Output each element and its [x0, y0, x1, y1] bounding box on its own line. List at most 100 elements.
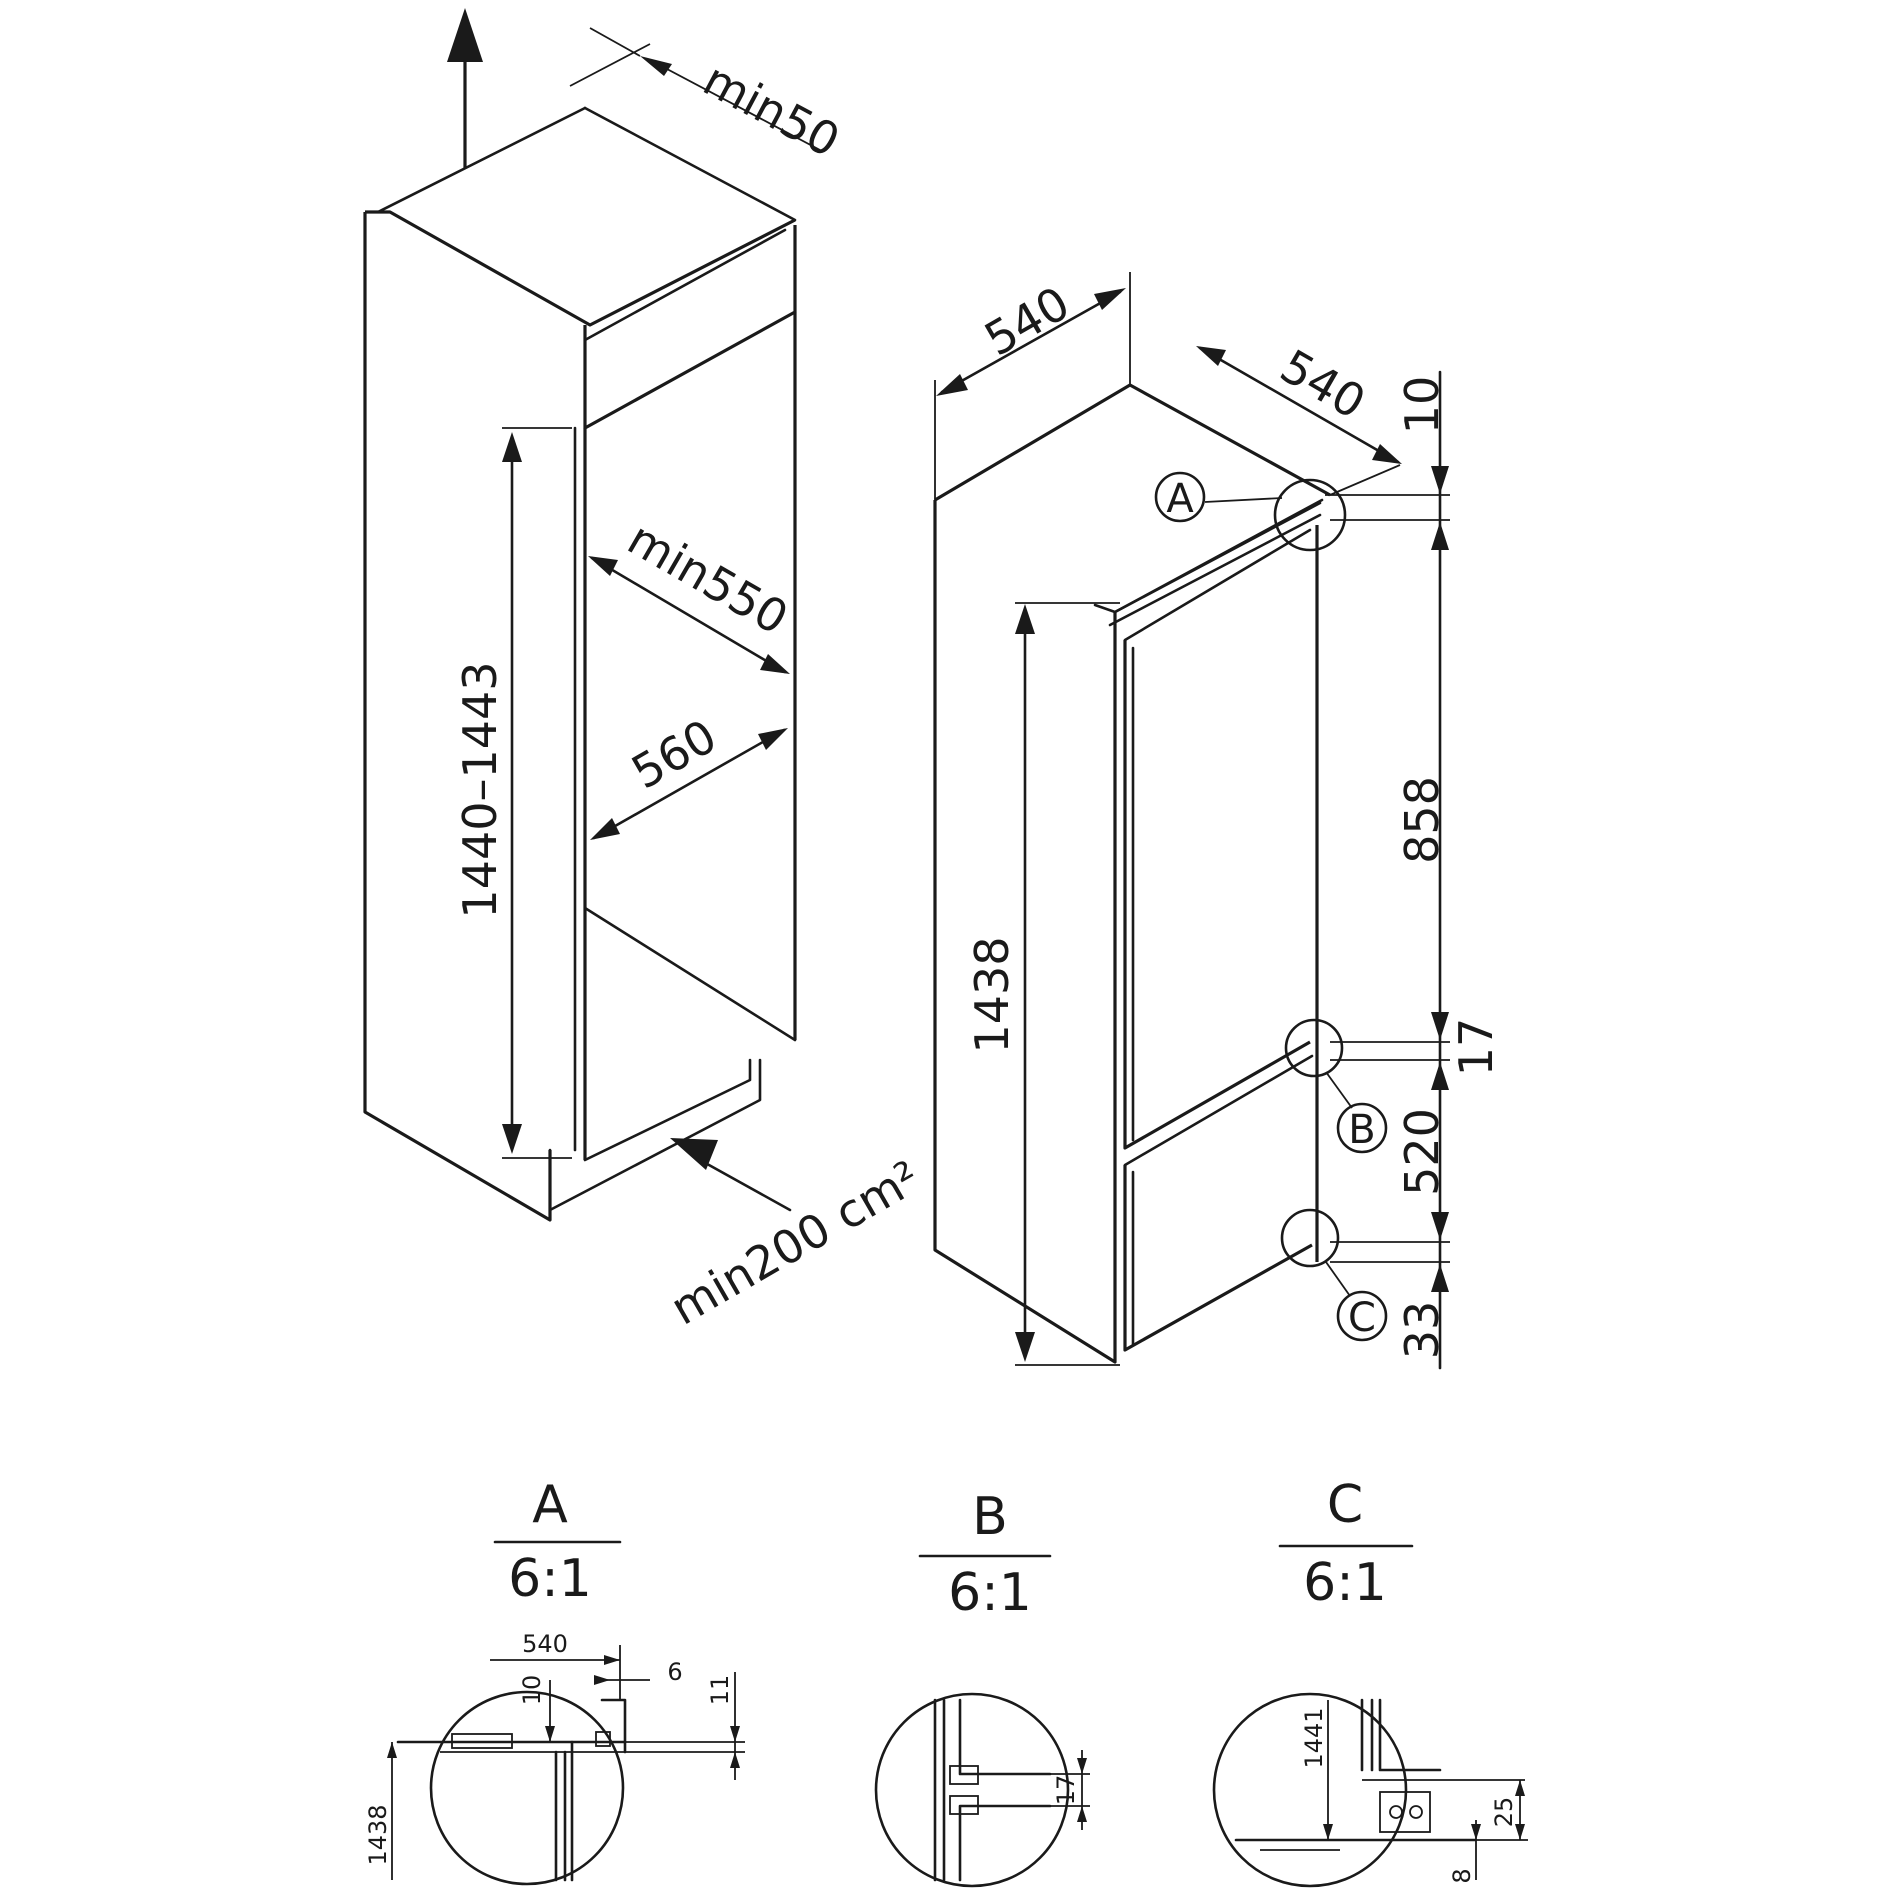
detail-c-screw-2: [1409, 1805, 1423, 1819]
detail-a-scale: 6:1: [508, 1549, 592, 1609]
door-gap-label: 17: [1449, 1018, 1503, 1077]
detail-a-rail-arrow-2: [730, 1752, 740, 1768]
detail-a-width-arrow: [604, 1655, 620, 1665]
niche-top-board: [583, 225, 797, 430]
detail-a-top-label: 10: [518, 1675, 546, 1706]
callout-letter-c: C: [1348, 1295, 1376, 1341]
appliance-depth-line: [1198, 346, 1400, 464]
detail-c-hinge-arrow-2: [1515, 1824, 1525, 1840]
detail-c: C 6:1 1441 25 8: [1212, 1475, 1528, 1888]
detail-c-bottom-arrow: [1471, 1824, 1481, 1840]
niche-floor-back: [583, 906, 797, 1042]
detail-a-width-label: 540: [522, 1630, 568, 1658]
upper-door-arrow-top: [1431, 522, 1449, 550]
niche-height-arrow-top: [502, 432, 522, 462]
niche-top-back: [376, 106, 587, 214]
min-top-clearance-label: min50: [695, 52, 849, 168]
detail-b-title: B: [972, 1487, 1008, 1547]
detail-b-gap-label: 17: [1052, 1775, 1080, 1806]
niche-depth-line: [590, 556, 787, 674]
niche-width-arrow-left: [590, 818, 620, 840]
top-rail-lower: [1108, 513, 1322, 627]
detail-a-height-arrow: [387, 1742, 397, 1758]
niche-top-edge: [365, 210, 796, 327]
vent-arrow: [670, 1138, 718, 1170]
detail-c-hinge-label: 25: [1490, 1797, 1518, 1828]
callout-circle-b: [1284, 1018, 1344, 1078]
upper-door-height-label: 858: [1395, 776, 1449, 864]
upper-door-top: [1123, 528, 1312, 642]
callout-leader-b: [1325, 1071, 1353, 1109]
niche-height-arrow-bottom: [502, 1124, 522, 1154]
height-arrow-bottom: [1015, 1332, 1035, 1362]
callout-letter-b: B: [1348, 1107, 1375, 1153]
min50-ext-1: [589, 27, 641, 57]
niche-height-label: 1440–1443: [453, 661, 507, 918]
min50-ext-2: [569, 43, 651, 87]
detail-b: B 6:1 17: [874, 1487, 1090, 1888]
detail-a-gap-arrow: [594, 1675, 610, 1685]
detail-a-rail-label: 11: [706, 1675, 734, 1706]
lower-door-arrow-top: [1431, 1062, 1449, 1090]
detail-c-scale: 6:1: [1303, 1553, 1387, 1613]
detail-c-bottom-label: 8: [1448, 1868, 1476, 1883]
detail-c-hinge-plate: [1379, 1791, 1431, 1833]
niche-top-board-inner: [583, 228, 787, 342]
niche-plinth: [548, 1058, 762, 1212]
detail-b-lower-door: [958, 1804, 1052, 1882]
callout-leader-a: [1204, 497, 1283, 503]
callout-letter-a: A: [1166, 476, 1194, 522]
width-arrow-left: [936, 374, 968, 396]
niche-plinth-inner: [583, 1058, 752, 1162]
niche-width-line: [592, 728, 786, 840]
top-gap-arrow-down: [1431, 466, 1449, 494]
callout-badge-c: [1336, 1290, 1388, 1342]
detail-b-arrow-2: [1077, 1806, 1087, 1822]
detail-c-door: [1378, 1698, 1442, 1772]
detail-b-hinge-bottom: [949, 1795, 979, 1815]
detail-c-circle: [1212, 1692, 1408, 1888]
detail-a-frame: [600, 1698, 627, 1754]
detail-c-height-label: 1441: [1300, 1707, 1328, 1768]
depth-arrow-left: [1196, 346, 1226, 366]
min50-arrow: [640, 56, 672, 76]
detail-a-bracket: [451, 1733, 513, 1749]
lower-door: [1123, 1165, 1313, 1352]
callout-leader-c: [1325, 1261, 1351, 1297]
detail-c-height-arrow: [1323, 1824, 1333, 1840]
upper-door-arrow-bottom: [1431, 1012, 1449, 1040]
niche-depth-arrow-left: [588, 556, 618, 576]
width-arrow-right: [1094, 288, 1126, 310]
callout-circle-c: [1280, 1208, 1340, 1268]
appliance-top: [934, 383, 1331, 502]
top-rail: [1093, 501, 1322, 614]
min50-leader: [649, 59, 821, 151]
detail-b-scale: 6:1: [948, 1563, 1032, 1623]
ventilation-up-arrow: [447, 8, 483, 62]
niche-width-arrow-right: [758, 728, 788, 750]
detail-c-title: C: [1327, 1475, 1363, 1535]
detail-a-circle: [429, 1690, 625, 1886]
detail-b-hinge-top: [949, 1765, 979, 1785]
callout-circle-a: [1273, 478, 1347, 552]
niche-top-right: [583, 106, 797, 222]
lower-door-arrow-bottom: [1431, 1212, 1449, 1240]
detail-c-hinge-arrow-1: [1515, 1780, 1525, 1796]
detail-a-height-label: 1438: [364, 1804, 392, 1865]
depth-ext-right: [1329, 464, 1401, 496]
niche-depth-arrow-right: [760, 654, 790, 674]
depth-arrow-right: [1372, 444, 1402, 464]
appliance-width-line: [940, 290, 1122, 394]
bottom-offset-label: 33: [1395, 1301, 1449, 1360]
detail-a-title: A: [532, 1475, 568, 1535]
detail-a-gap-label: 6: [667, 1658, 682, 1686]
detail-a-rail-arrow-1: [730, 1726, 740, 1742]
vent-leader: [698, 1158, 792, 1212]
upper-door: [1123, 640, 1311, 1150]
detail-c-screw-1: [1389, 1805, 1403, 1819]
detail-b-circle: [874, 1692, 1070, 1888]
lower-door-height-label: 520: [1395, 1108, 1449, 1196]
niche-width-label: 560: [622, 709, 725, 800]
detail-b-upper-door: [958, 1698, 1052, 1776]
